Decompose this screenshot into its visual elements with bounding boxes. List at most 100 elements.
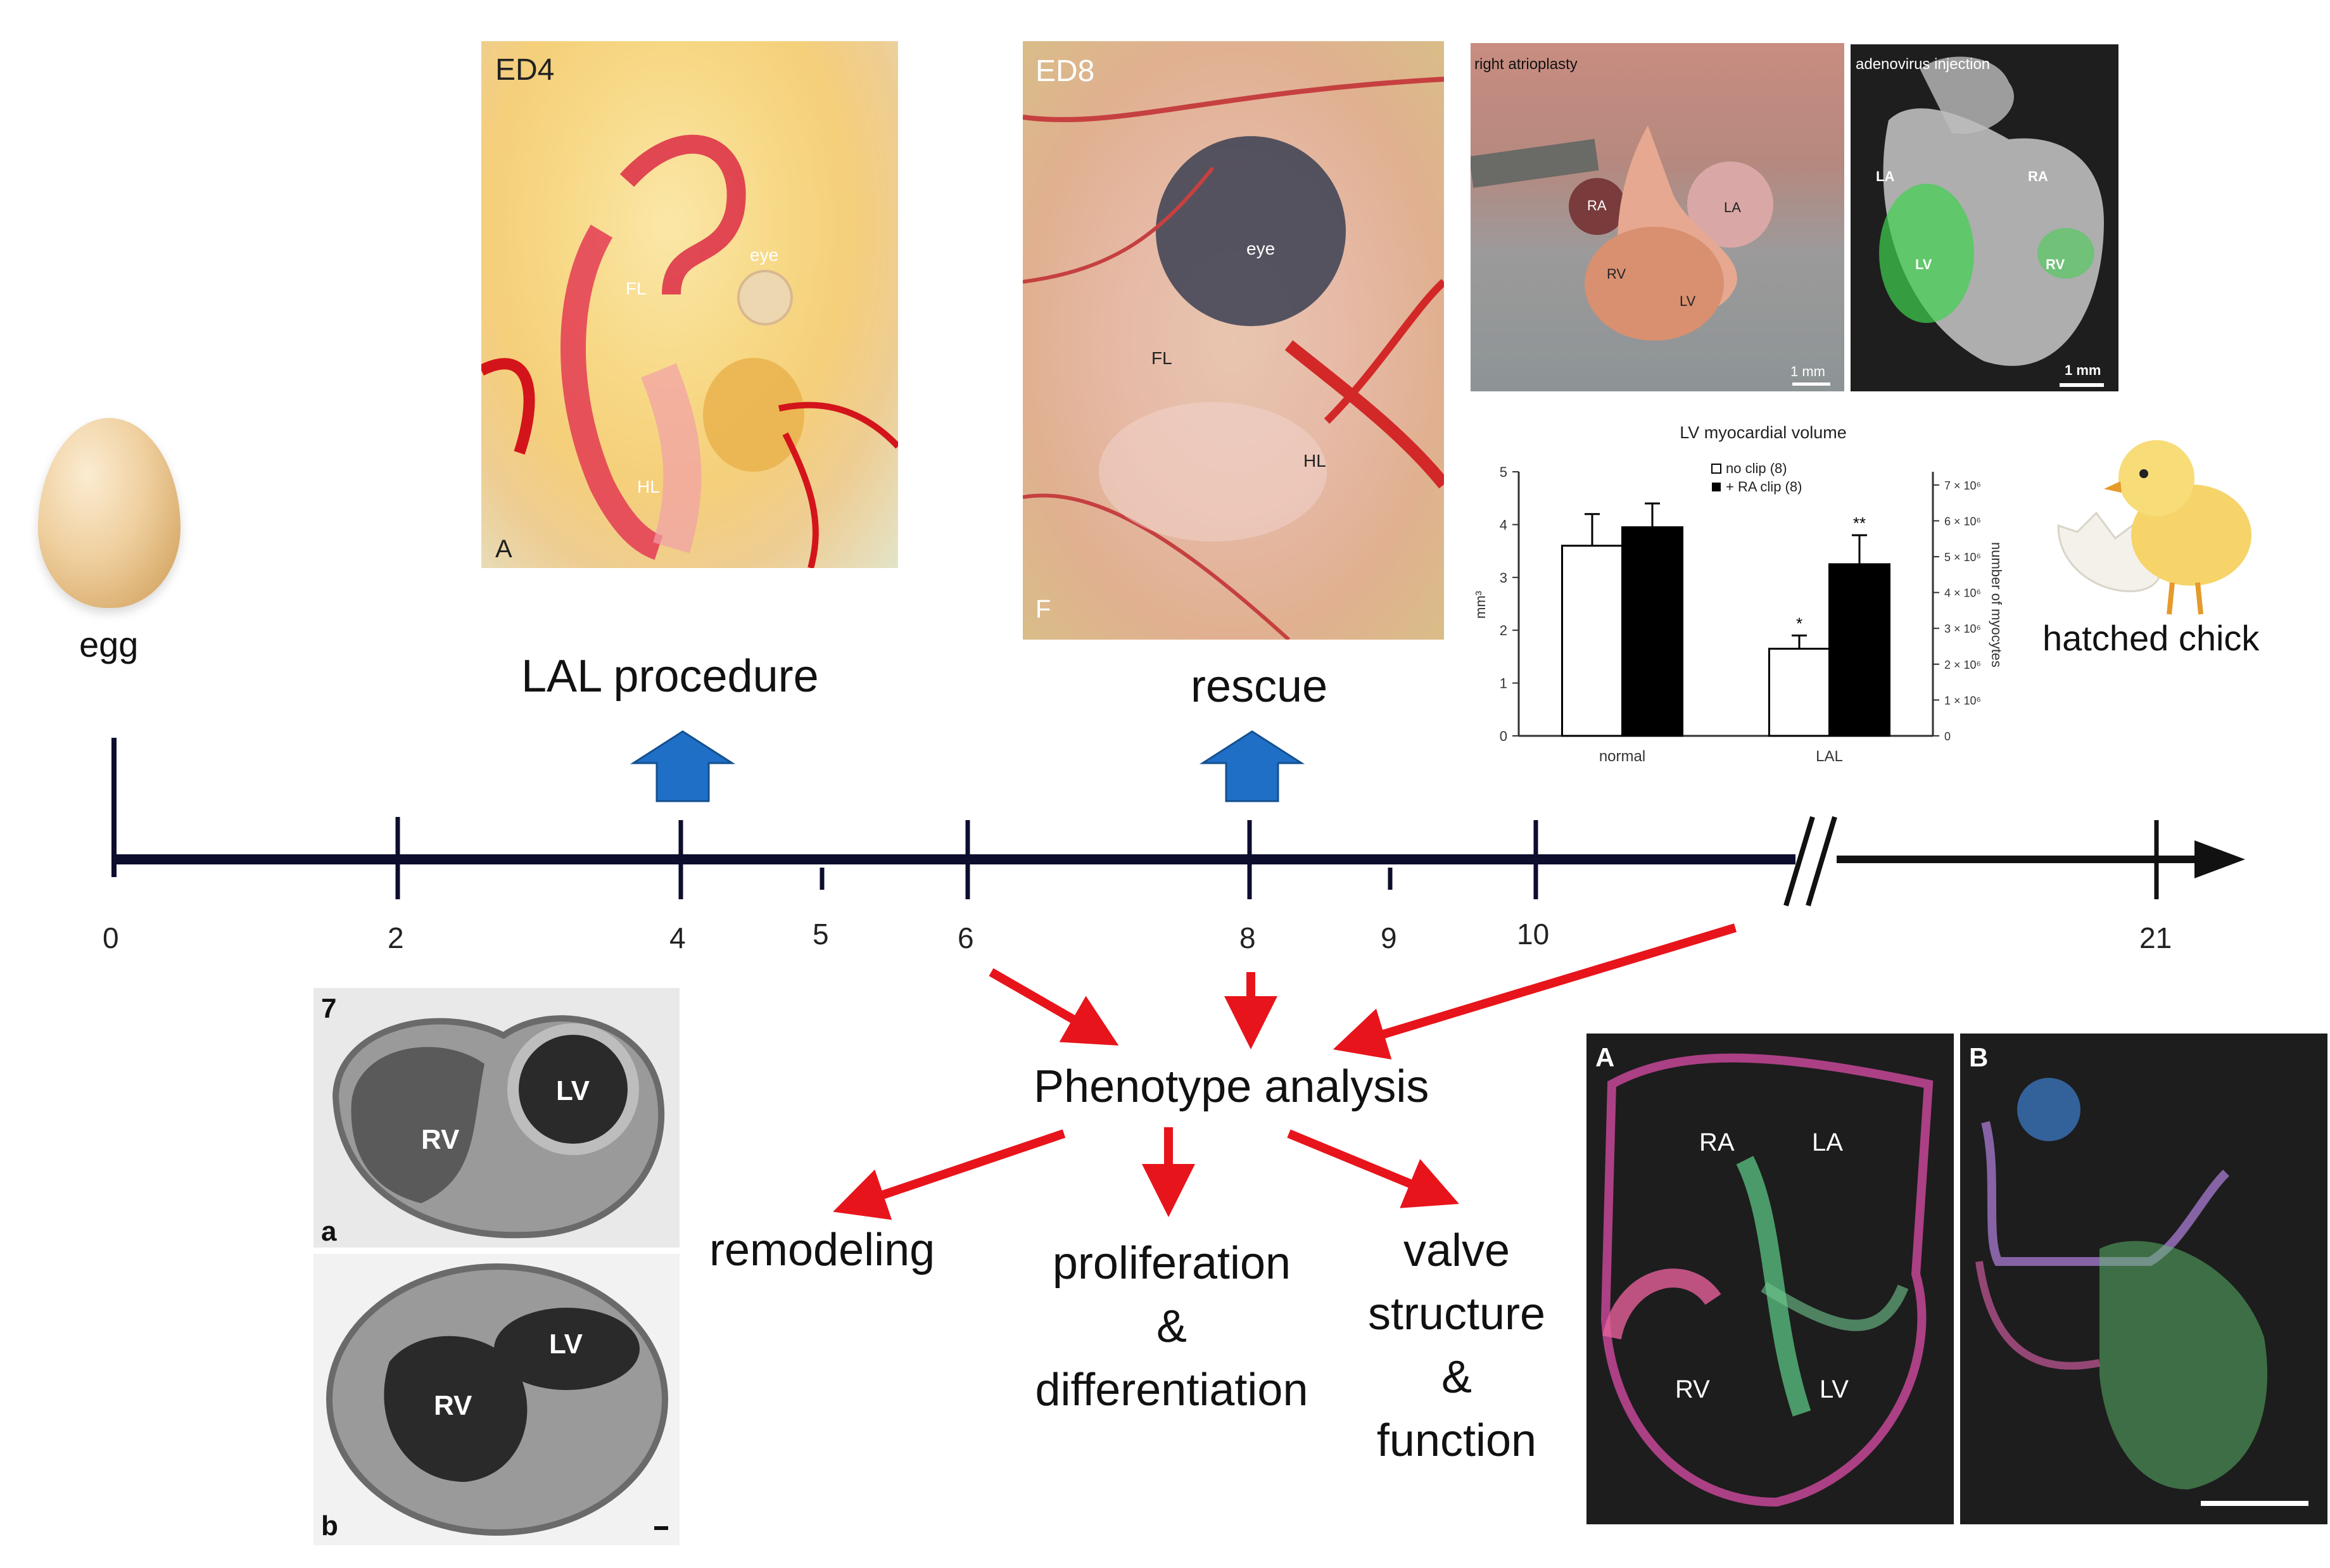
tick-label-21: 21	[2139, 921, 2172, 954]
arrow-to-remodeling	[833, 1129, 1066, 1220]
histo-label-la: LA	[1812, 1129, 1843, 1156]
y-tick-label: 2	[1500, 623, 1507, 638]
bar-normal-ra-clip	[1621, 526, 1683, 737]
sem-a-label-rv: RV	[421, 1124, 460, 1155]
ed8-label-eye: eye	[1246, 239, 1276, 258]
y-tick-label: 5	[1500, 464, 1507, 480]
sem-a-tag: a	[321, 1216, 337, 1247]
tick-label-2: 2	[388, 921, 404, 954]
chart-y2-label: number of myocytes	[1989, 542, 2004, 667]
histo-label-lv: LV	[1820, 1375, 1849, 1403]
y-tick-label: 0	[1500, 728, 1507, 744]
atrioplasty-scale-label: 1 mm	[1790, 364, 1825, 379]
tick-label-8: 8	[1239, 921, 1256, 954]
valve-amp: &	[1441, 1352, 1472, 1403]
ed4-embryo-photo: ED4 FL eye HL A	[481, 41, 898, 568]
histo-scale-bar	[2201, 1501, 2308, 1506]
y-tick-label: 4	[1500, 517, 1507, 533]
y2-tick-label: 2 × 10⁶	[1944, 659, 1981, 671]
category-label-lal: LAL	[1816, 748, 1843, 765]
histology-panel-b: B	[1960, 1034, 2327, 1524]
sem-b-illustration	[326, 1263, 668, 1536]
timeline-arrowhead	[2194, 840, 2245, 878]
ed4-vessels-illustration	[481, 134, 898, 568]
red-arrows	[833, 923, 1737, 1220]
ed4-label-eye: eye	[750, 245, 779, 265]
y2-tick-label: 4 × 10⁶	[1944, 587, 1981, 600]
sem-a-illustration	[332, 1015, 665, 1239]
rescue-label: rescue	[1191, 661, 1328, 712]
chick-drawing	[2057, 440, 2251, 615]
adenovirus-photo: adenovirus injection LA RA LV RV 1 mm	[1851, 44, 2118, 391]
chick-label: hatched chick	[2042, 618, 2260, 658]
sem-b-label-lv: LV	[549, 1329, 583, 1360]
lal-procedure-label: LAL procedure	[521, 651, 819, 702]
timeline-axis	[114, 816, 2245, 907]
chart-y-label: mm³	[1472, 591, 1488, 619]
proliferation-amp: &	[1156, 1301, 1187, 1352]
tick-label-10: 10	[1517, 918, 1550, 951]
function-line: function	[1376, 1415, 1537, 1466]
lal-up-arrow	[630, 730, 736, 802]
bar-normal-no-clip	[1561, 545, 1623, 737]
sem-scale-bar	[654, 1526, 668, 1530]
atrioplasty-scale-bar	[1792, 383, 1830, 386]
adenovirus-scale-label: 1 mm	[2065, 362, 2101, 378]
adenovirus-title: adenovirus injection	[1856, 56, 1991, 73]
tick-label-0: 0	[103, 921, 119, 954]
atrioplasty-title: right atrioplasty	[1474, 56, 1578, 73]
histology-panel-a: A RA LA RV LV	[1586, 1034, 1954, 1524]
differentiation-line: differentiation	[1035, 1365, 1308, 1415]
histo-b-illustration	[1975, 1078, 2267, 1489]
bar-lal-ra-clip	[1828, 563, 1890, 737]
atrioplasty-photo: right atrioplasty RA LA RV LV 1 mm	[1471, 43, 1844, 391]
remodeling-label: remodeling	[709, 1225, 935, 1275]
sem-a-label-lv: LV	[556, 1075, 590, 1106]
chart-legend: no clip (8) + RA clip (8)	[1711, 460, 1802, 495]
histo-a-illustration	[1600, 1053, 1934, 1507]
legend-no-clip: no clip (8)	[1726, 460, 1787, 476]
histo-a-tag: A	[1595, 1042, 1615, 1072]
histo-label-ra: RA	[1699, 1129, 1735, 1156]
y2-tick-label: 7 × 10⁶	[1944, 479, 1981, 492]
atrioplasty-label-lv: LV	[1680, 293, 1696, 309]
chart-categories: normal LAL	[1599, 748, 1843, 765]
legend-ra-clip: + RA clip (8)	[1726, 479, 1802, 495]
legend-swatch-ra-clip	[1712, 483, 1721, 491]
tick-label-9: 9	[1381, 921, 1397, 954]
axis-break-mark	[1783, 816, 1815, 907]
histo-b-tag: B	[1969, 1042, 1989, 1072]
ed4-title: ED4	[495, 53, 555, 87]
tick-label-6: 6	[958, 921, 974, 954]
rescue-up-arrow	[1199, 730, 1305, 802]
adenovirus-label-ra: RA	[2028, 168, 2048, 184]
y-tick-label: 3	[1500, 570, 1507, 586]
sem-b-tag: b	[321, 1510, 338, 1541]
significance-marker: *	[1796, 614, 1802, 633]
y2-tick-label: 6 × 10⁶	[1944, 515, 1981, 528]
histo-label-rv: RV	[1675, 1375, 1710, 1403]
y2-tick-label: 0	[1944, 730, 1951, 743]
structure-line: structure	[1367, 1289, 1546, 1339]
category-label-normal: normal	[1599, 748, 1645, 765]
y2-tick-label: 5 × 10⁶	[1944, 551, 1981, 564]
adenovirus-label-rv: RV	[2046, 256, 2065, 272]
ed4-panel-tag: A	[495, 535, 512, 563]
valve-block: valve structure & function	[1343, 1219, 1571, 1472]
y2-tick-label: 1 × 10⁶	[1944, 694, 1981, 707]
tick-label-4: 4	[669, 921, 686, 954]
bar-lal-no-clip	[1768, 647, 1830, 737]
chick-illustration	[2046, 431, 2274, 621]
ed8-title: ED8	[1035, 54, 1095, 88]
chart-bars: ***	[1561, 502, 1890, 737]
ed8-vessels-illustration	[1023, 77, 1444, 640]
sem-fig-number: 7	[321, 993, 337, 1024]
adenovirus-label-lv: LV	[1915, 256, 1932, 272]
ed8-panel-tag: F	[1035, 595, 1051, 623]
atrioplasty-heart-illustration	[1471, 125, 1773, 341]
egg-label: egg	[79, 624, 139, 664]
